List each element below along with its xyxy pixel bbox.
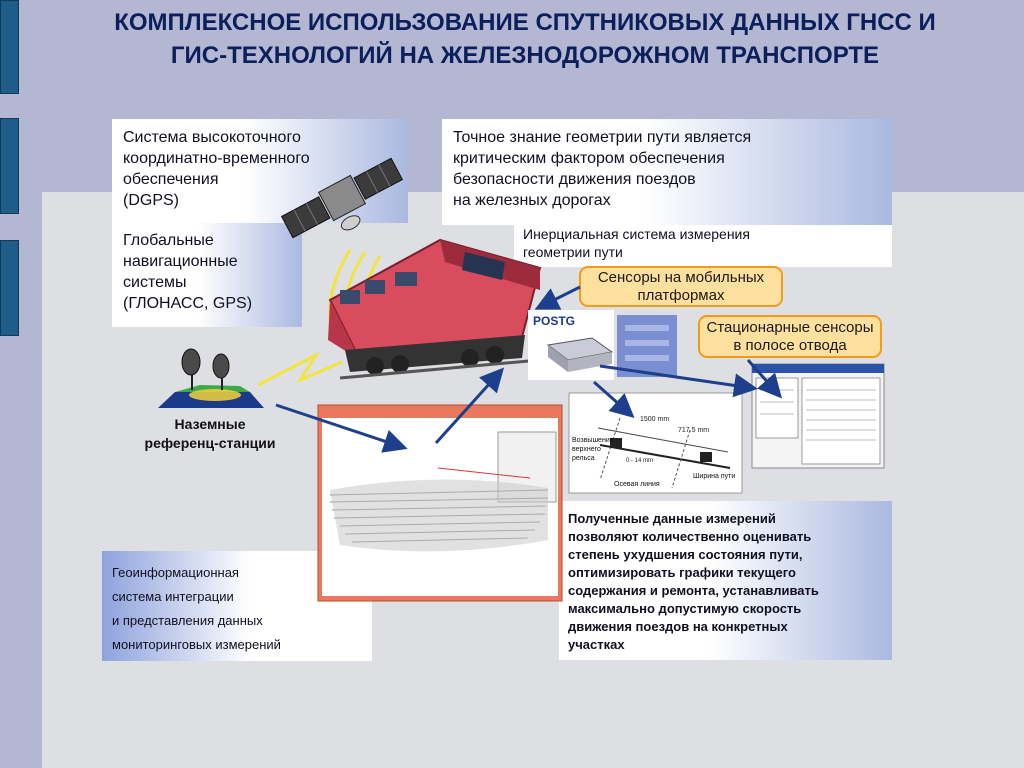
results-box: Полученные данные измерений позволяют ко… bbox=[559, 501, 892, 660]
gis-box: Геоинформационная система интеграции и п… bbox=[102, 551, 372, 661]
page-title: КОМПЛЕКСНОЕ ИСПОЛЬЗОВАНИЕ СПУТНИКОВЫХ ДА… bbox=[114, 9, 936, 69]
dgps-text: Система высокоточного координатно-времен… bbox=[123, 129, 310, 209]
side-tab-3 bbox=[0, 240, 19, 336]
ground-stations-label: Наземные референц-станции bbox=[144, 416, 276, 451]
inertial-box: Инерциальная система измерения геометрии… bbox=[514, 225, 892, 267]
stationary-sensors-callout: Стационарные сенсоры в полосе отвода bbox=[698, 315, 882, 358]
gis-text: Геоинформационная система интеграции и п… bbox=[112, 565, 281, 652]
glonass-box: Глобальные навигационные системы (ГЛОНАС… bbox=[112, 223, 302, 327]
glonass-text: Глобальные навигационные системы (ГЛОНАС… bbox=[123, 232, 253, 312]
dgps-box: Система высокоточного координатно-времен… bbox=[112, 119, 408, 223]
geometry-box: Точное знание геометрии пути является кр… bbox=[442, 119, 892, 225]
results-text: Полученные данные измерений позволяют ко… bbox=[568, 511, 819, 652]
mobile-sensors-callout: Сенсоры на мобильных платформах bbox=[579, 266, 783, 307]
inertial-text: Инерциальная система измерения геометрии… bbox=[523, 226, 750, 260]
side-tab-1 bbox=[0, 0, 19, 94]
side-tab-2 bbox=[0, 118, 19, 214]
geometry-text: Точное знание геометрии пути является кр… bbox=[453, 129, 752, 209]
